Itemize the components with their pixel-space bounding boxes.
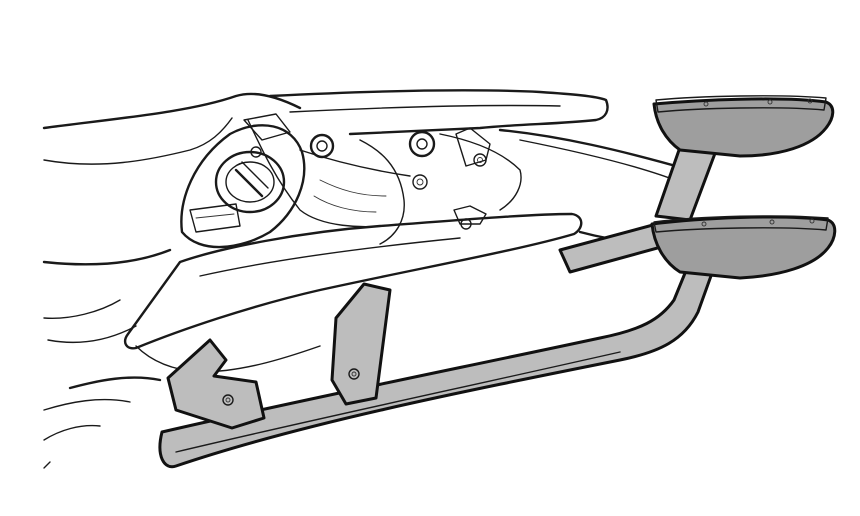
mounting-bolt: [473, 153, 487, 167]
luggage-rack-frame: [158, 128, 722, 469]
rack-bracket: [166, 338, 266, 430]
rack-bracket: [330, 282, 392, 406]
mounting-bolt: [408, 130, 436, 158]
rack-end-cap: [652, 95, 835, 158]
mounting-bolt: [412, 174, 428, 190]
motorcycle-seat: [42, 92, 302, 469]
mounting-bolts: [309, 130, 487, 230]
fuel-cap: [180, 113, 306, 249]
rack-end-cap: [650, 215, 837, 280]
mounting-bolt: [309, 133, 335, 159]
